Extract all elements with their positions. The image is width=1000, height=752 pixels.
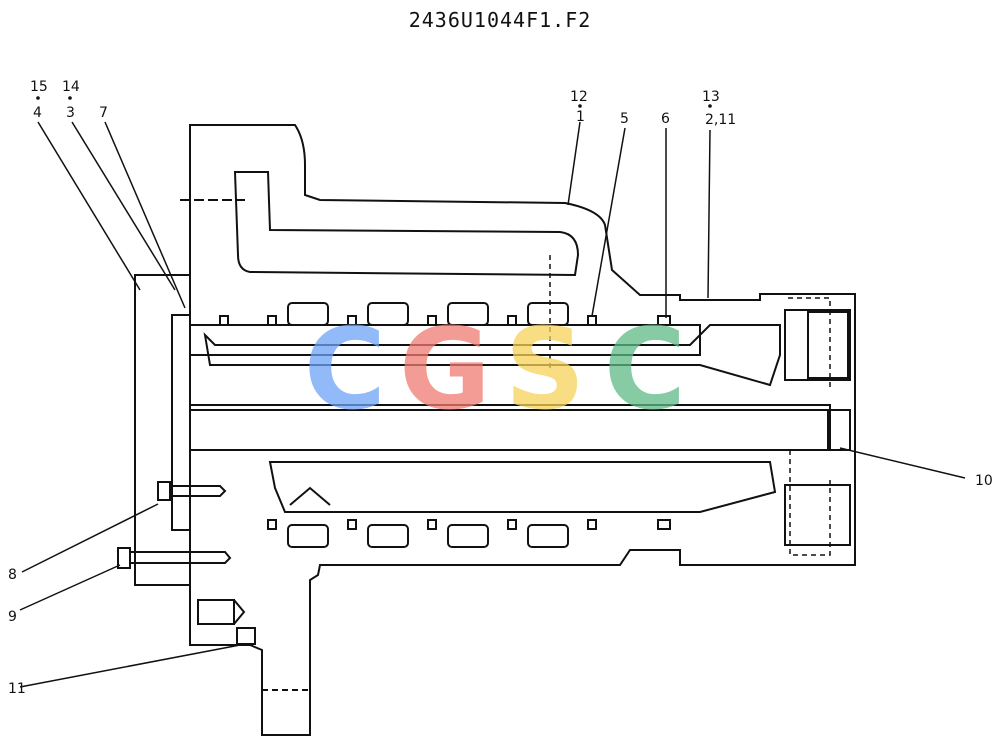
callout-14: 14 bbox=[62, 79, 80, 95]
bolt-8 bbox=[157, 481, 227, 501]
callout-5: 5 bbox=[620, 111, 629, 127]
upper-seals bbox=[219, 302, 671, 326]
lower-plug bbox=[784, 484, 851, 546]
callout-2-11: 2,11 bbox=[705, 112, 737, 128]
upper-plug bbox=[784, 309, 851, 381]
lower-spool bbox=[268, 461, 777, 513]
end-cap bbox=[134, 274, 191, 586]
callout-6: 6 bbox=[661, 111, 670, 127]
callout-12: 12 bbox=[570, 89, 588, 105]
callout-13: 13 bbox=[702, 89, 720, 105]
upper-spool bbox=[203, 324, 781, 387]
callout-1: 1 bbox=[576, 109, 585, 125]
callout-10: 10 bbox=[975, 473, 993, 489]
watermark-letter-4: C bbox=[603, 305, 687, 435]
bolt-9 bbox=[117, 547, 232, 569]
callout-9: 9 bbox=[8, 609, 17, 625]
housing-outline bbox=[189, 124, 856, 736]
callout-4: 4 bbox=[33, 105, 42, 121]
callout-15: 15 bbox=[30, 79, 48, 95]
lower-seals bbox=[267, 519, 671, 548]
watermark-letter-3: S bbox=[504, 305, 586, 435]
drawing-number: 2436U1044F1.F2 bbox=[408, 8, 592, 32]
oring-11 bbox=[236, 627, 256, 645]
watermark-letter-1: C bbox=[303, 305, 387, 435]
callout-3: 3 bbox=[66, 105, 75, 121]
port-plug bbox=[197, 599, 235, 625]
callout-8: 8 bbox=[8, 567, 17, 583]
shaft-end-cap bbox=[827, 409, 851, 451]
callout-11: 11 bbox=[8, 681, 26, 697]
upper-passage bbox=[233, 171, 580, 277]
watermark-letter-2: G bbox=[399, 305, 491, 435]
flange-plate bbox=[171, 314, 191, 531]
callout-7: 7 bbox=[99, 105, 108, 121]
